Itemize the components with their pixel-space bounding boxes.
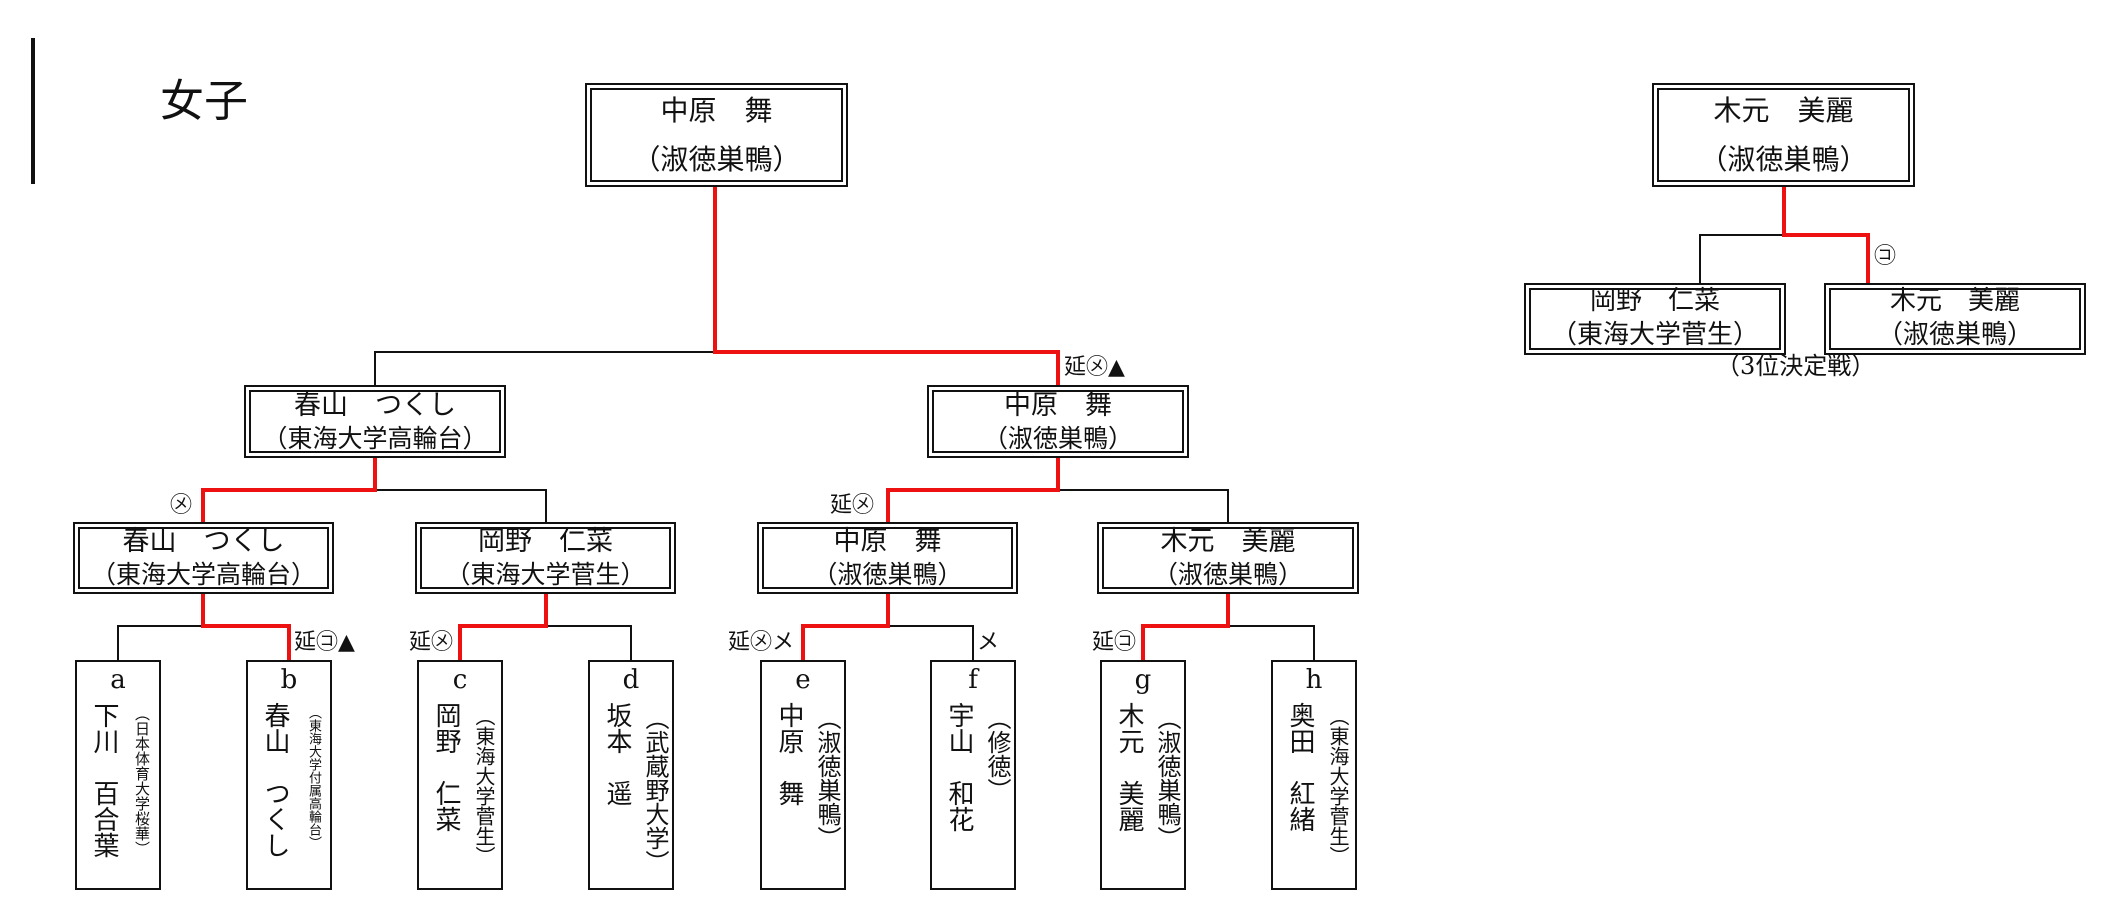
- qf-1-team: （東海大学高輪台）: [90, 560, 316, 590]
- entrant-c: c 岡野 仁菜 （東海大学菅生）: [417, 660, 503, 890]
- entrant-team: （淑徳巣鴨）: [1153, 706, 1181, 850]
- entrant-a: a 下川 百合葉 （日本体育大学桜華）: [75, 660, 161, 890]
- win-qf-c: [458, 592, 548, 662]
- qf-2-team: （東海大学菅生）: [445, 560, 646, 590]
- entrant-letter: e: [795, 665, 811, 695]
- qf-box-3: 中原 舞 （淑徳巣鴨）: [757, 522, 1018, 594]
- loser-lines: [117, 234, 1785, 661]
- line-a: [117, 625, 204, 661]
- entrant-name: 奥田 紅緒: [1285, 702, 1315, 832]
- semi-left-box: 春山 つくし （東海大学高輪台）: [244, 385, 506, 458]
- semi-left-name: 春山 つくし: [294, 389, 456, 421]
- entrant-team: （武蔵野大学）: [641, 706, 669, 874]
- entrant-name: 下川 百合葉: [89, 702, 119, 858]
- semi-right-team: （淑徳巣鴨）: [982, 423, 1133, 453]
- line-d: [545, 625, 632, 661]
- entrant-team: （東海大学菅生）: [1326, 706, 1350, 866]
- annotation-semi-left: ㋱: [170, 493, 193, 518]
- annotation-qf-e: 延㋱メ: [728, 630, 795, 655]
- entrant-h: h 奥田 紅緒 （東海大学菅生）: [1271, 660, 1357, 890]
- entrant-team: （淑徳巣鴨）: [813, 706, 841, 850]
- third-place-left-box: 岡野 仁菜 （東海大学菅生）: [1524, 283, 1786, 355]
- qf-4-name: 木元 美麗: [1160, 526, 1296, 558]
- entrant-letter: c: [452, 665, 468, 695]
- entrant-letter: b: [280, 665, 298, 695]
- line-f: [887, 625, 974, 661]
- entrant-name: 中原 舞: [774, 702, 804, 806]
- annotation-third-place: ㋙: [1874, 244, 1897, 269]
- winner-lines: [201, 185, 1870, 662]
- line-third-left: [1699, 234, 1785, 284]
- third-place-right-box: 木元 美麗 （淑徳巣鴨）: [1824, 283, 2086, 355]
- entrant-name: 宇山 和花: [944, 702, 974, 832]
- final-winner-name: 中原 舞: [660, 94, 773, 127]
- entrant-e: e 中原 舞 （淑徳巣鴨）: [760, 660, 846, 890]
- annotation-qf-b: 延㋙▲: [294, 630, 355, 655]
- third-place-winner-box: 木元 美麗 （淑徳巣鴨）: [1652, 83, 1915, 187]
- win-qf-b: [201, 592, 291, 662]
- entrant-name: 坂本 遥: [602, 702, 632, 806]
- semi-right-name: 中原 舞: [1004, 389, 1112, 421]
- win-final: [713, 185, 1060, 387]
- entrant-team: （東海大学菅生）: [472, 706, 496, 866]
- line-semi-left: [374, 351, 715, 386]
- third-right-team: （淑徳巣鴨）: [1876, 320, 2033, 350]
- annotation-final: 延㋱▲: [1064, 355, 1125, 380]
- section-marker-bar: [31, 38, 35, 184]
- win-semi-left: [201, 456, 377, 524]
- win-qf-g: [1141, 592, 1230, 662]
- annotation-qf-c: 延㋱: [409, 630, 454, 655]
- annotation-qf-f: メ: [977, 630, 1000, 655]
- entrant-name: 岡野 仁菜: [431, 702, 461, 832]
- third-place-caption: （3位決定戦）: [1716, 352, 1876, 380]
- semi-right-box: 中原 舞 （淑徳巣鴨）: [927, 385, 1189, 458]
- third-left-name: 岡野 仁菜: [1589, 286, 1720, 317]
- entrant-name: 春山 つくし: [260, 702, 290, 858]
- entrant-team: （東海大学付属高輪台）: [306, 706, 321, 849]
- final-winner-box: 中原 舞 （淑徳巣鴨）: [585, 83, 848, 187]
- annotation-semi-right: 延㋱: [830, 493, 875, 518]
- qf-1-name: 春山 つくし: [122, 526, 285, 558]
- win-semi-right: [886, 456, 1060, 524]
- line-h: [1227, 625, 1315, 661]
- entrant-letter: g: [1134, 665, 1152, 695]
- final-winner-team: （淑徳巣鴨）: [632, 143, 801, 176]
- qf-3-name: 中原 舞: [833, 526, 942, 558]
- entrant-d: d 坂本 遥 （武蔵野大学）: [588, 660, 674, 890]
- entrant-g: g 木元 美麗 （淑徳巣鴨）: [1100, 660, 1186, 890]
- annotation-qf-g: 延㋙: [1092, 630, 1137, 655]
- third-winner-name: 木元 美麗: [1713, 94, 1854, 127]
- win-qf-e: [801, 592, 890, 662]
- entrant-f: f 宇山 和花 （修徳）: [930, 660, 1016, 890]
- qf-box-4: 木元 美麗 （淑徳巣鴨）: [1097, 522, 1359, 594]
- entrant-team: （日本体育大学桜華）: [133, 706, 151, 856]
- qf-3-team: （淑徳巣鴨）: [812, 560, 963, 590]
- qf-box-2: 岡野 仁菜 （東海大学菅生）: [415, 522, 676, 594]
- entrant-letter: f: [968, 665, 978, 695]
- entrant-letter: d: [622, 665, 640, 695]
- qf-4-team: （淑徳巣鴨）: [1152, 560, 1303, 590]
- line-qf-right-right-half: [1057, 489, 1229, 523]
- third-right-name: 木元 美麗: [1889, 286, 2020, 317]
- third-left-team: （東海大学菅生）: [1550, 320, 1759, 350]
- qf-box-1: 春山 つくし （東海大学高輪台）: [73, 522, 334, 594]
- entrant-b: b 春山 つくし （東海大学付属高輪台）: [246, 660, 332, 890]
- third-winner-team: （淑徳巣鴨）: [1699, 143, 1868, 176]
- entrant-team: （修徳）: [983, 706, 1011, 802]
- qf-2-name: 岡野 仁菜: [478, 526, 613, 558]
- entrant-letter: a: [110, 665, 126, 695]
- page-title: 女子: [160, 76, 248, 127]
- semi-left-team: （東海大学高輪台）: [262, 423, 488, 453]
- entrant-name: 木元 美麗: [1114, 702, 1144, 832]
- line-qf-right-left-half: [374, 489, 547, 523]
- win-third: [1782, 185, 1870, 285]
- entrant-letter: h: [1305, 665, 1323, 695]
